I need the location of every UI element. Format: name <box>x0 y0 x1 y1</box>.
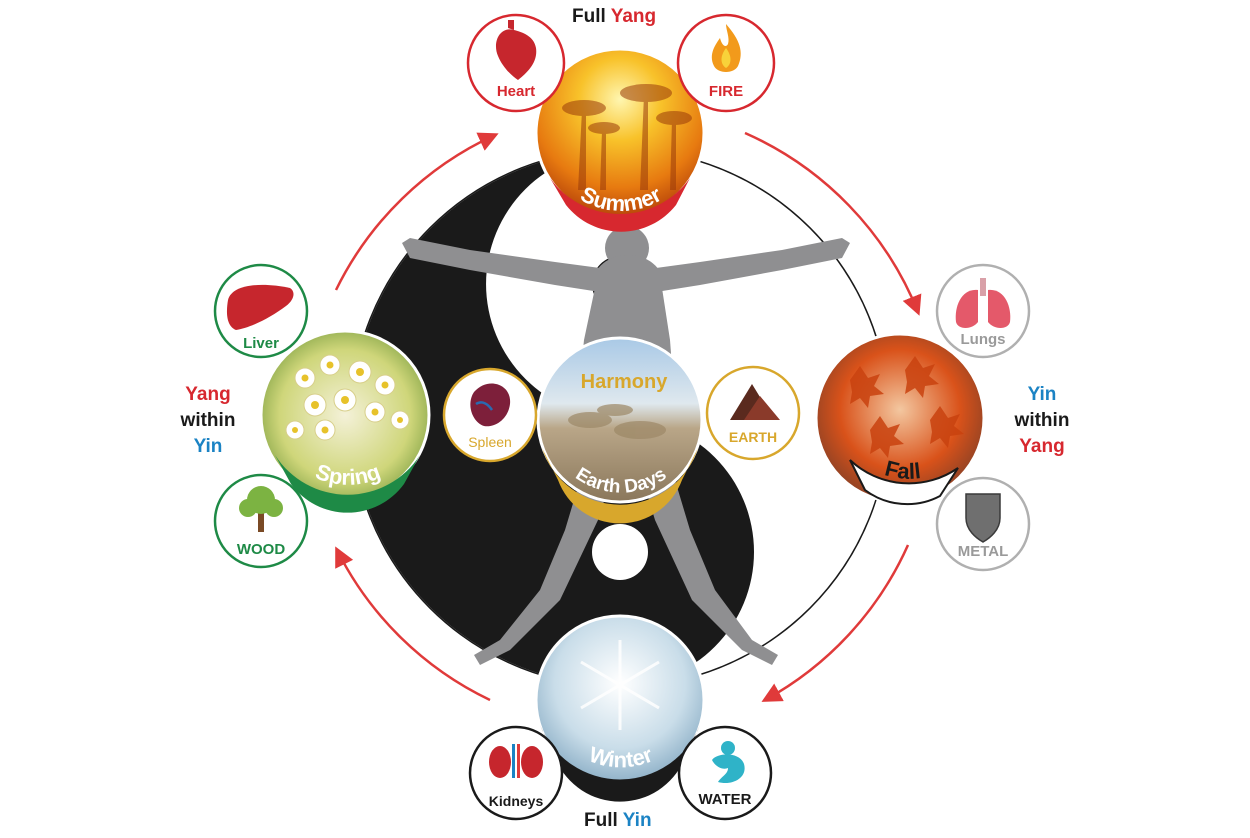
yang-within-yin-line3: Yin <box>193 436 223 457</box>
water-figure-icon <box>712 741 745 784</box>
svg-text:Fall: Fall <box>883 455 922 484</box>
fall-circle: Fall <box>814 332 986 506</box>
kidneys-label: Kidneys <box>489 793 544 809</box>
wood-badge: WOOD <box>213 473 309 569</box>
lungs-icon <box>955 278 1011 328</box>
summer-circle: Summer <box>534 47 706 232</box>
winter-circle: Winter <box>534 614 706 802</box>
snowflake-icon <box>580 640 660 730</box>
yang-within-yin-line2: within <box>180 410 236 431</box>
harmony-label: Harmony <box>581 371 669 393</box>
heart-icon <box>495 20 537 81</box>
earth-badge: EARTH <box>705 365 801 461</box>
kidneys-icon <box>489 744 543 778</box>
heart-label: Heart <box>497 83 535 100</box>
flame-icon <box>711 24 741 72</box>
full-yin-prefix: Full <box>584 810 618 831</box>
water-label: WATER <box>698 791 751 808</box>
earth-label: EARTH <box>729 429 777 445</box>
arrow-fall-to-winter <box>761 544 910 702</box>
wood-label: WOOD <box>237 541 285 558</box>
mountain-icon <box>730 384 780 420</box>
fire-badge: FIRE <box>676 13 776 113</box>
arrow-summer-to-fall <box>744 131 922 316</box>
liver-icon <box>226 284 294 330</box>
yin-within-yang-line3: Yang <box>1019 436 1065 457</box>
full-yang-prefix: Full <box>572 6 606 27</box>
liver-badge: Liver <box>213 263 309 359</box>
earth-center-circle: Harmony Earth Days <box>536 336 704 524</box>
spleen-label: Spleen <box>468 434 512 450</box>
yin-within-yang-label: Yin within Yang <box>1002 382 1082 460</box>
fire-label: FIRE <box>709 83 743 100</box>
lungs-badge: Lungs <box>935 263 1031 359</box>
liver-label: Liver <box>243 335 279 352</box>
full-yang-title: Full Yang <box>572 6 656 28</box>
spleen-badge: Spleen <box>442 367 538 463</box>
yin-within-yang-line2: within <box>1014 410 1070 431</box>
fall-label: Fall <box>883 455 922 484</box>
metal-badge: METAL <box>935 476 1031 572</box>
spring-circle: Spring <box>259 329 431 513</box>
spleen-icon <box>470 383 511 427</box>
kidneys-badge: Kidneys <box>468 725 564 821</box>
yang-within-yin-line1: Yang <box>185 384 231 405</box>
cycle-arrows <box>334 131 922 702</box>
yang-within-yin-label: Yang within Yin <box>168 382 248 460</box>
shield-icon <box>965 493 1001 543</box>
heart-badge: Heart <box>466 13 566 113</box>
yin-dot <box>592 524 648 580</box>
metal-label: METAL <box>958 543 1009 560</box>
tree-icon <box>239 486 283 532</box>
full-yin-title: Full Yin <box>584 810 652 832</box>
arrow-spring-to-summer <box>334 132 499 291</box>
arrow-winter-to-spring <box>335 546 491 702</box>
full-yang-highlight: Yang <box>610 6 657 27</box>
water-badge: WATER <box>677 725 773 821</box>
yin-within-yang-line1: Yin <box>1027 384 1057 405</box>
full-yin-highlight: Yin <box>622 810 652 831</box>
lungs-label: Lungs <box>961 331 1006 348</box>
